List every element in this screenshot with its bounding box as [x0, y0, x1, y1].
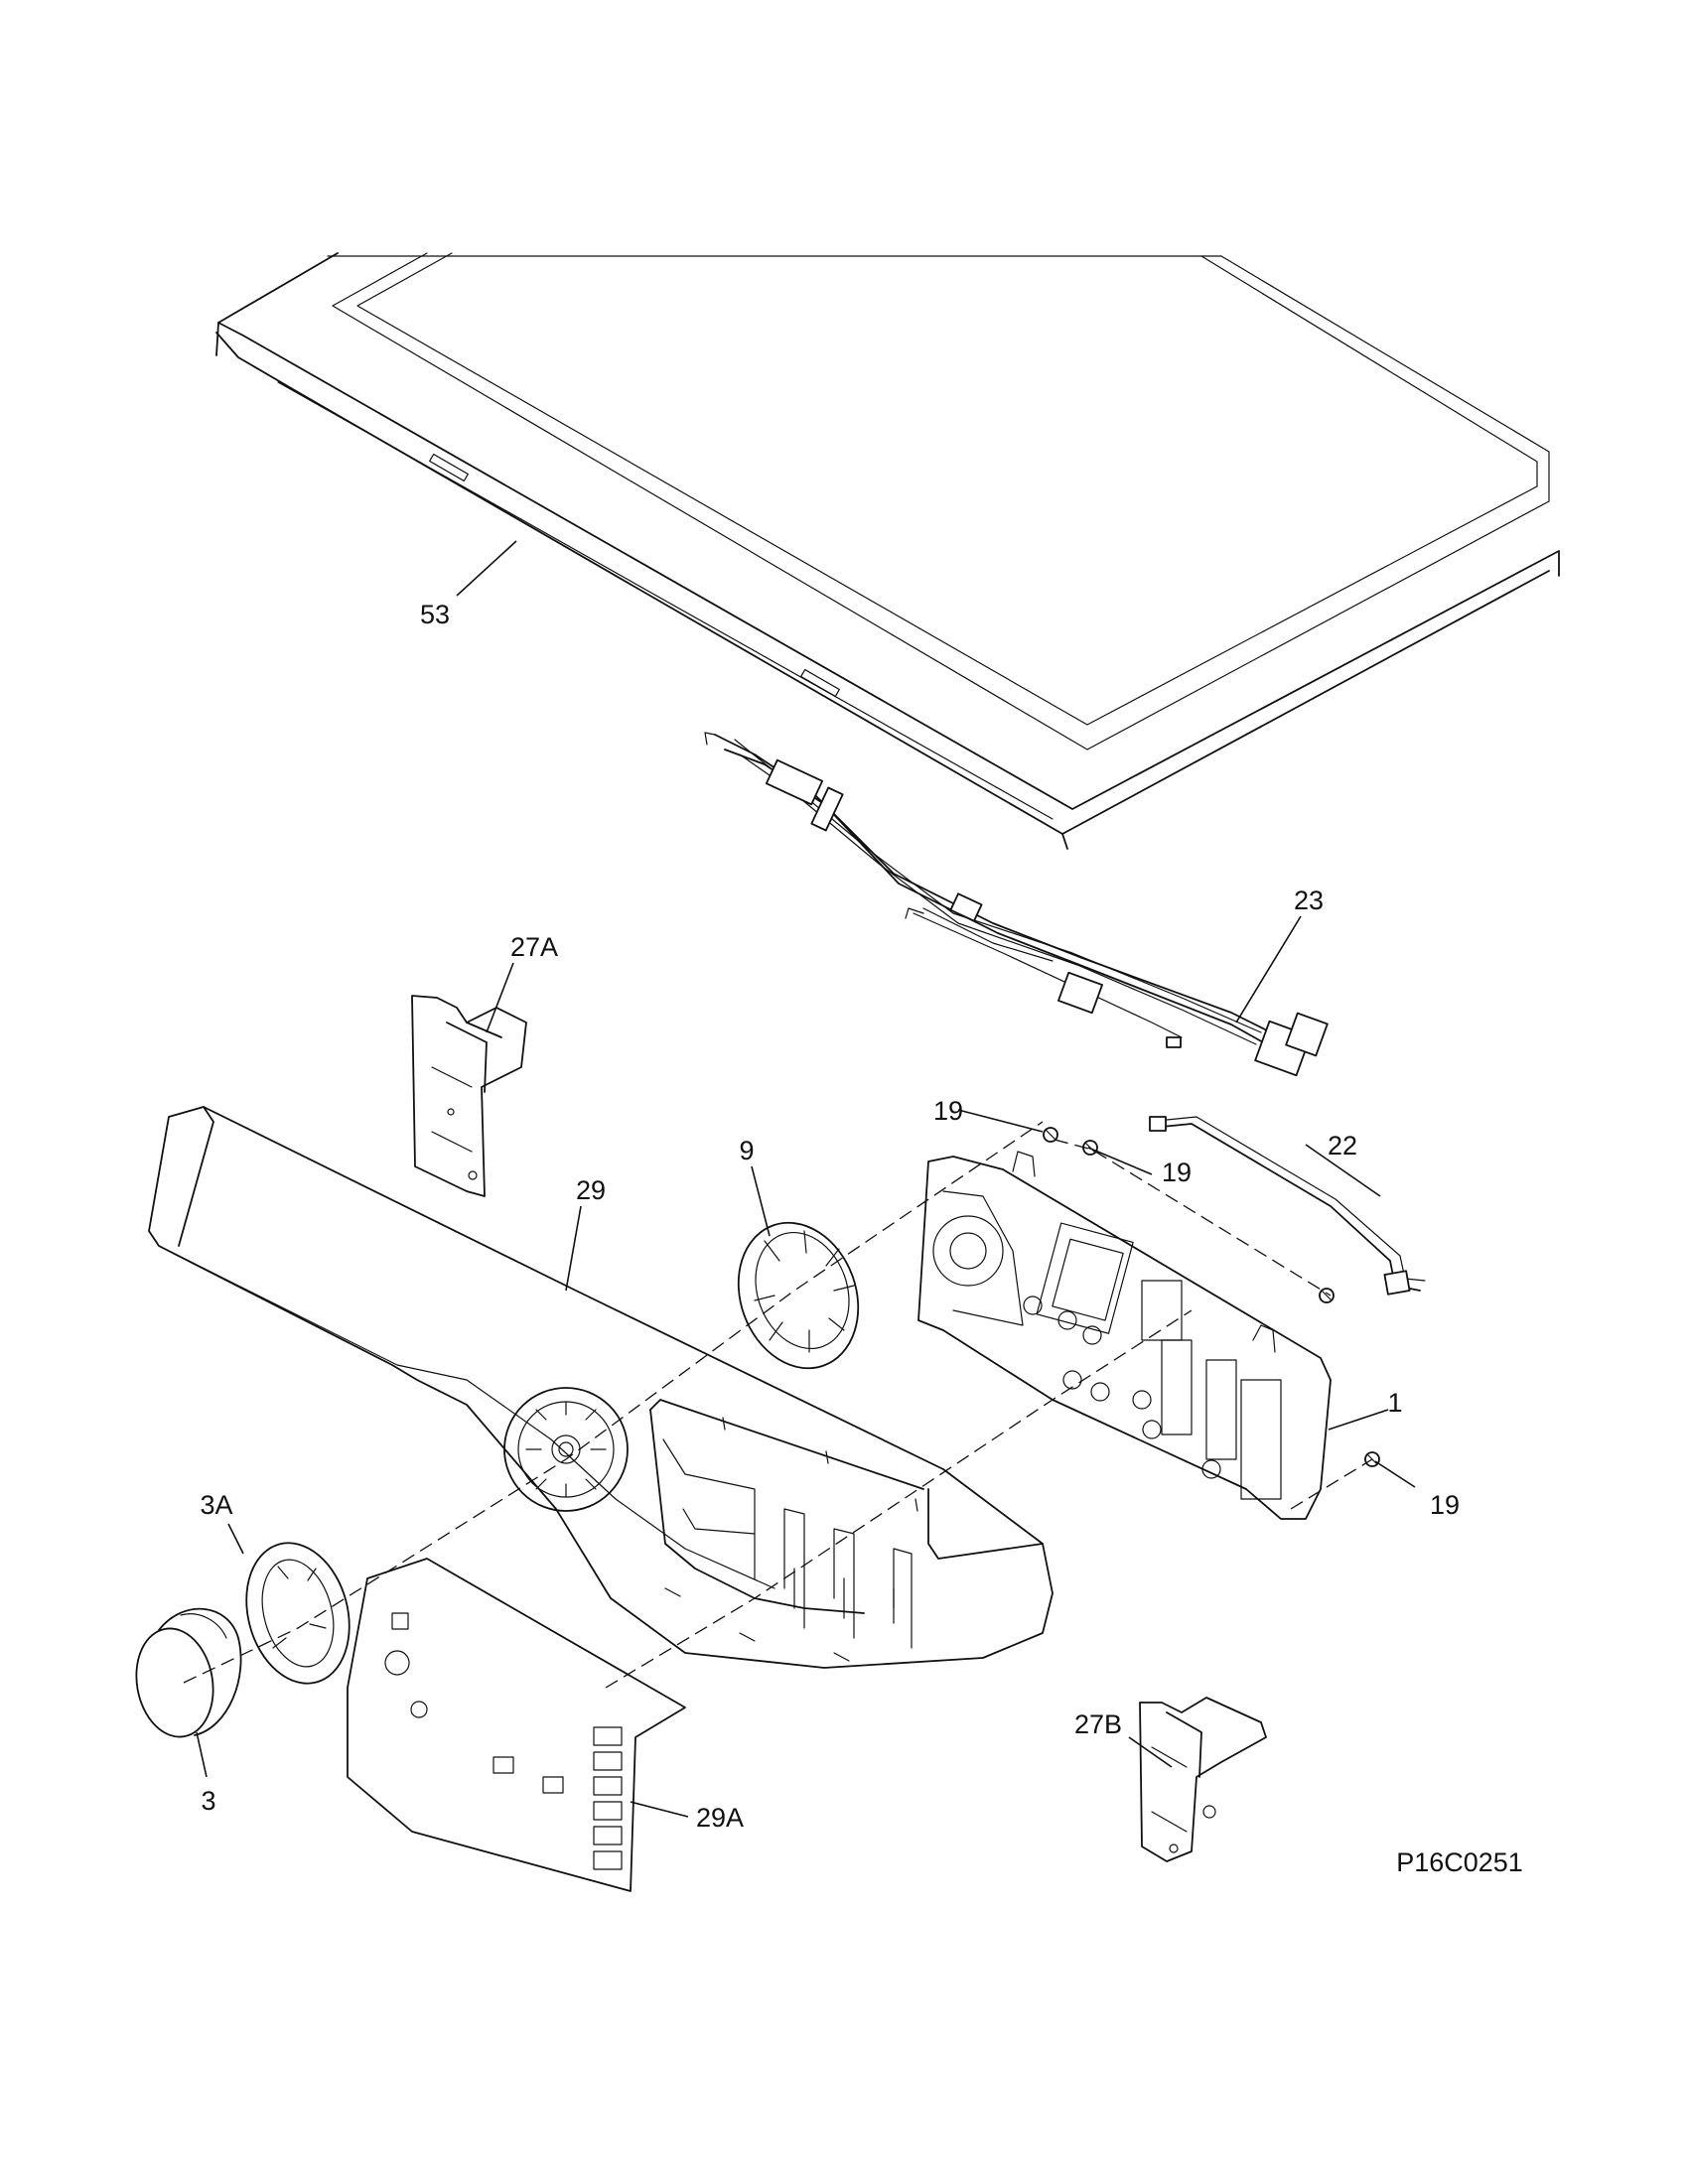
leader-lines	[196, 540, 1416, 1818]
top-cover-part-53[interactable]	[215, 252, 1560, 850]
knob-ring-part-9[interactable]	[719, 1206, 878, 1386]
callout-22: 22	[1328, 1131, 1357, 1160]
console-panel-part-29[interactable]	[148, 1106, 1054, 1669]
diagram-id: P16C0251	[1396, 1847, 1523, 1877]
screw-part-19-c[interactable]	[1319, 1288, 1335, 1303]
callout-53: 53	[420, 600, 450, 629]
callout-19-upper: 19	[933, 1096, 963, 1126]
callout-29A: 29A	[696, 1803, 744, 1833]
knob-part-3[interactable]	[128, 1607, 242, 1743]
callout-labels: 53 23 27A 19 22 29 9 19 1 3A 19 27B 3 29…	[200, 600, 1522, 1877]
callout-19-middle: 19	[1162, 1158, 1192, 1187]
wire-harness-part-23[interactable]	[704, 732, 1329, 1077]
control-board-part-1[interactable]	[917, 1151, 1332, 1520]
callout-3: 3	[201, 1786, 215, 1816]
callout-3A: 3A	[200, 1490, 232, 1520]
callout-29: 29	[576, 1175, 606, 1205]
overlay-part-29A[interactable]	[347, 1558, 686, 1892]
callout-27A: 27A	[510, 932, 558, 962]
bracket-part-27A[interactable]	[411, 995, 527, 1197]
wire-lead-part-22[interactable]	[1149, 1116, 1426, 1296]
bracket-part-27B[interactable]	[1139, 1697, 1267, 1862]
callout-19-lower: 19	[1430, 1490, 1460, 1520]
callout-23: 23	[1294, 886, 1324, 915]
assembly-axis-lines	[183, 1121, 1373, 1689]
screw-part-19-a[interactable]	[1043, 1127, 1058, 1143]
ring-part-3A[interactable]	[231, 1532, 364, 1696]
callout-27B: 27B	[1074, 1709, 1122, 1739]
callout-1: 1	[1387, 1388, 1402, 1418]
callout-9: 9	[739, 1136, 754, 1165]
